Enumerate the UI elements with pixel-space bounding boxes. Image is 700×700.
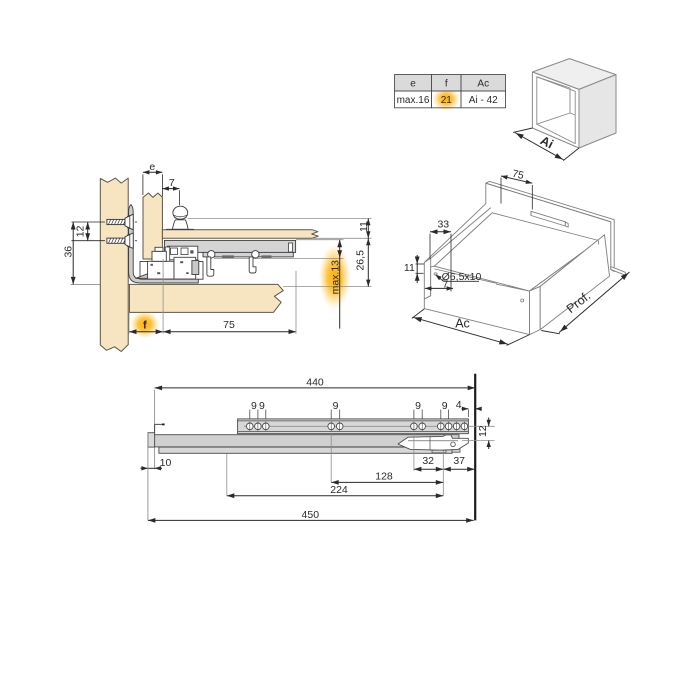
svg-text:Ai: Ai	[538, 133, 555, 151]
svg-text:11: 11	[404, 262, 415, 274]
svg-text:75: 75	[223, 319, 235, 331]
svg-text:e: e	[410, 78, 416, 89]
svg-text:32: 32	[422, 455, 434, 467]
svg-text:21: 21	[441, 95, 453, 106]
svg-text:7: 7	[169, 177, 175, 189]
svg-text:224: 224	[330, 484, 348, 496]
svg-text:26,5: 26,5	[354, 250, 366, 271]
svg-text:9: 9	[442, 400, 448, 412]
svg-text:37: 37	[453, 455, 465, 467]
svg-text:36: 36	[63, 246, 75, 258]
svg-text:7: 7	[442, 279, 448, 291]
svg-text:9: 9	[415, 400, 421, 412]
svg-text:33: 33	[437, 219, 449, 231]
svg-text:12: 12	[477, 425, 489, 437]
svg-text:128: 128	[375, 471, 393, 483]
svg-text:f: f	[143, 320, 147, 332]
svg-text:9: 9	[259, 400, 265, 412]
svg-text:9: 9	[251, 400, 257, 412]
svg-text:440: 440	[306, 377, 324, 389]
svg-text:Ai - 42: Ai - 42	[469, 95, 498, 106]
svg-text:f: f	[445, 78, 448, 89]
svg-text:Ø6,5x10: Ø6,5x10	[442, 271, 482, 283]
svg-text:75: 75	[511, 168, 525, 182]
svg-text:11: 11	[358, 221, 370, 232]
svg-text:12: 12	[75, 225, 87, 237]
svg-text:max.16: max.16	[397, 95, 430, 106]
svg-text:450: 450	[302, 509, 320, 521]
svg-text:e: e	[149, 161, 155, 173]
svg-text:Ac: Ac	[477, 78, 489, 89]
svg-text:9: 9	[333, 400, 339, 412]
svg-text:Ac: Ac	[455, 317, 470, 331]
svg-text:max.13: max.13	[329, 260, 341, 295]
svg-text:4: 4	[456, 399, 462, 411]
svg-text:10: 10	[160, 457, 172, 469]
